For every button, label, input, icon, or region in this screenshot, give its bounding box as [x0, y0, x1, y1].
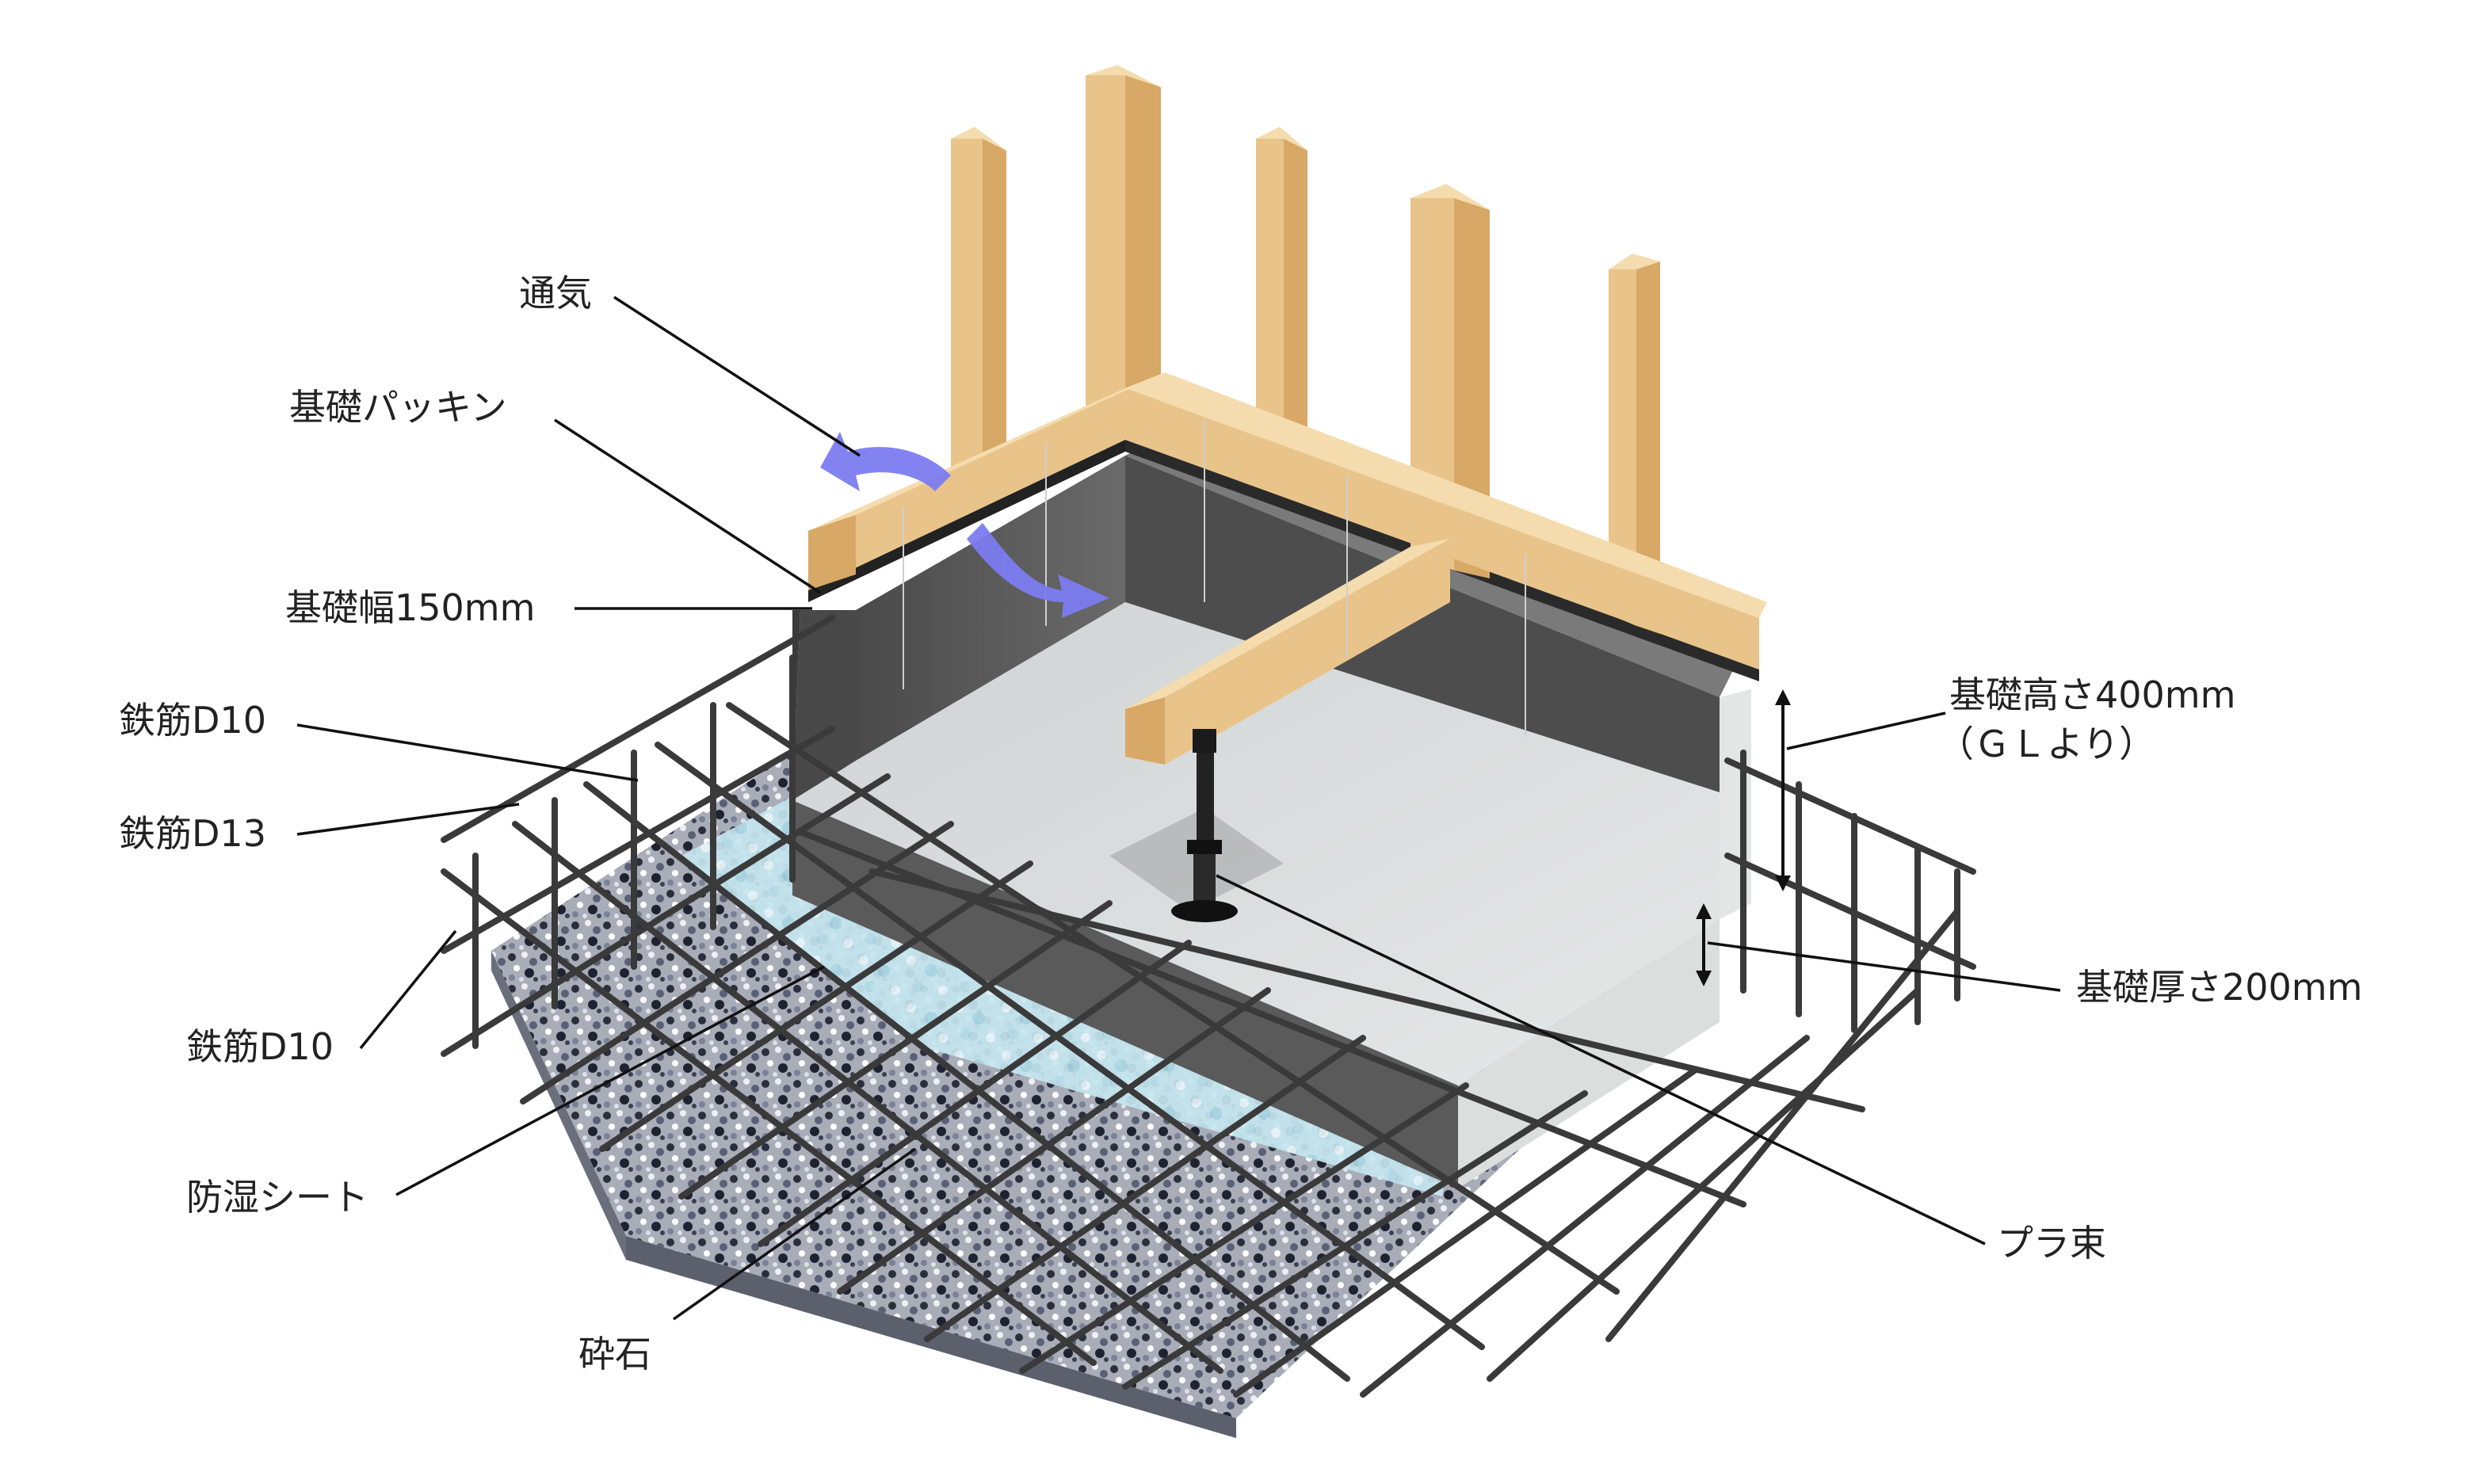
leader-thickness: [1707, 941, 2061, 992]
label-plastic-post: プラ束: [1997, 1222, 2106, 1265]
leader-rebar-d10-upper: [296, 723, 639, 782]
label-rebar-d13: 鉄筋D13: [119, 812, 266, 855]
leader-moisture-sheet: [395, 965, 825, 1196]
label-rebar-d10-upper: 鉄筋D10: [119, 699, 266, 742]
plastic-post: [1171, 729, 1238, 922]
leader-packing: [554, 418, 821, 594]
leader-rebar-d10-lower: [359, 929, 457, 1050]
label-packing: 基礎パッキン: [289, 386, 507, 429]
airflow-arrows: [820, 432, 1109, 618]
label-crushed-stone: 砕石: [578, 1333, 651, 1375]
timber-sill-left: [808, 372, 1165, 590]
airflow-arrow-out: [820, 432, 951, 491]
airflow-arrow-in: [967, 523, 1109, 618]
leader-plastic-post: [1216, 874, 1986, 1246]
rebar-mesh: [441, 615, 1976, 1398]
label-height-line2: （ＧＬより）: [1937, 723, 2155, 765]
timber-stud: [1086, 65, 1161, 444]
timber-stud: [951, 127, 1006, 491]
timber-stud: [1609, 254, 1660, 634]
label-moisture-sheet: 防湿シート: [186, 1176, 368, 1219]
leader-crushed-stone: [672, 1147, 917, 1321]
timber-stud: [1256, 127, 1307, 491]
timber-joist: [1125, 539, 1450, 765]
label-ventilation: 通気: [519, 272, 592, 315]
label-thickness: 基礎厚さ200mm: [2076, 966, 2362, 1009]
leader-lines: [296, 296, 2061, 1321]
leader-height: [1786, 711, 1946, 750]
leader-ventilation: [613, 296, 861, 457]
timber-frame: [808, 65, 1767, 765]
label-rebar-d10-lower: 鉄筋D10: [186, 1025, 334, 1068]
label-height-line1: 基礎高さ400mm: [1949, 673, 2235, 716]
label-width: 基礎幅150mm: [285, 586, 535, 629]
leader-rebar-d13: [296, 803, 520, 836]
timber-sill-back: [1125, 372, 1767, 670]
